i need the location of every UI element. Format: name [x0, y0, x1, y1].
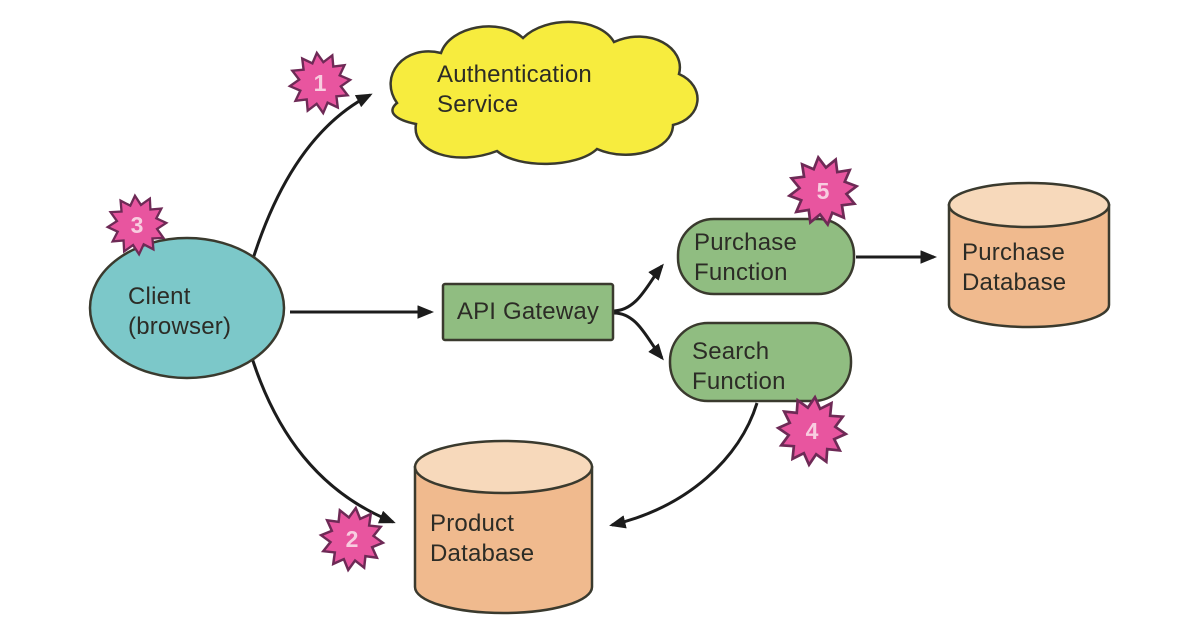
arrow-client-to-product-database: [250, 357, 396, 524]
arrow-search-function-to-product-database: [609, 402, 759, 529]
purchase-database-cylinder-body: [947, 203, 1111, 329]
badge-step-2: 2: [318, 505, 386, 573]
purchase-database-label: Purchase Database: [962, 239, 1067, 296]
badge-step-1: 1: [287, 50, 353, 116]
api-gateway-box: [441, 282, 615, 342]
purchase-database-cylinder-top: [947, 181, 1111, 229]
arrow-api-gateway-to-search-function: [613, 311, 664, 361]
search-function-box: [668, 321, 853, 403]
purchase-function-box: [676, 217, 856, 296]
api-gateway-label: API Gateway: [456, 298, 600, 325]
badge-number: 5: [816, 177, 830, 204]
product-database-cylinder-body: [413, 465, 594, 615]
product-database-cylinder-top: [413, 439, 594, 495]
badge-number: 1: [313, 69, 327, 96]
client-label: Client (browser): [128, 283, 232, 340]
purchase-function-label: Purchase Function: [694, 229, 797, 286]
badge-number: 3: [130, 211, 144, 238]
arrow-api-gateway-to-purchase-function: [613, 263, 664, 313]
auth-service-label: Authentication Service: [437, 61, 592, 118]
badge-number: 4: [805, 417, 819, 444]
badge-number: 2: [345, 525, 359, 552]
auth-service-cloud: [389, 20, 699, 166]
badge-step-4: 4: [775, 394, 849, 468]
search-function-label: Search Function: [692, 338, 786, 395]
client-ellipse: [88, 236, 286, 380]
product-database-label: Product Database: [430, 510, 535, 567]
arrow-client-to-auth-service: [250, 93, 373, 263]
badge-step-5: 5: [786, 154, 860, 228]
badge-step-3: 3: [105, 193, 169, 257]
